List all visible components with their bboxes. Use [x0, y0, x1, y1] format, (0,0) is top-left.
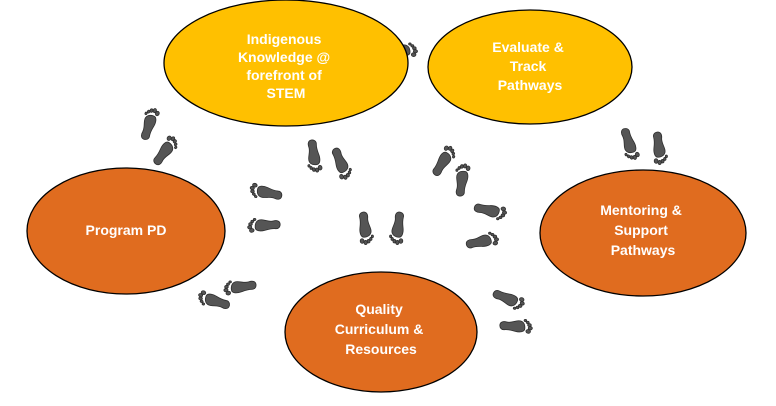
node-mentoring-line-2: Support [614, 222, 668, 238]
footprint-icon [616, 126, 641, 163]
node-quality-line-3: Resources [345, 341, 417, 357]
node-indigenous-line-3: forefront of [246, 67, 322, 83]
node-indigenous-line-2: Knowledge @ [238, 49, 330, 65]
footprint-icon [452, 162, 471, 197]
node-indigenous-line-4: STEM [267, 85, 306, 101]
footprint-icon [465, 231, 500, 250]
node-mentoring-support: Mentoring & Support Pathways [539, 169, 747, 297]
footprint-icon [246, 215, 282, 234]
node-mentoring-shape [539, 169, 747, 297]
node-indigenous-label: Indigenous Knowledge @ forefront of STEM [238, 31, 334, 101]
node-mentoring-label: Mentoring & Support Pathways [600, 202, 686, 258]
footprint-icon [248, 182, 283, 204]
node-evaluate-shape [427, 9, 633, 125]
node-quality-line-2: Curriculum & [335, 321, 424, 337]
node-mentoring-line-1: Mentoring & [600, 202, 682, 218]
footprint-icon [499, 317, 533, 333]
footprint-icon [472, 201, 508, 222]
node-evaluate-label: Evaluate & Track Pathways [492, 39, 567, 93]
node-indigenous-line-1: Indigenous [247, 31, 322, 47]
footprint-icon [222, 276, 258, 297]
node-quality-curriculum: Quality Curriculum & Resources [284, 271, 478, 393]
node-indigenous-knowledge: Indigenous Knowledge @ forefront of STEM [163, 0, 409, 127]
node-evaluate-line-3: Pathways [498, 77, 563, 93]
node-evaluate-track: Evaluate & Track Pathways [427, 9, 633, 125]
footprint-icon [150, 133, 182, 169]
node-program-label: Program PD [86, 222, 167, 238]
node-indigenous-shape [163, 0, 409, 127]
node-evaluate-line-1: Evaluate & [492, 39, 564, 55]
footprint-icon [429, 143, 459, 180]
node-quality-line-1: Quality [355, 301, 403, 317]
footprint-icon [303, 138, 324, 174]
node-mentoring-line-3: Pathways [611, 242, 676, 258]
footprint-icon [136, 106, 160, 141]
node-quality-shape [284, 271, 478, 393]
footprint-icon [652, 131, 668, 165]
footprint-icon [358, 211, 374, 245]
node-quality-label: Quality Curriculum & Resources [335, 301, 428, 357]
node-program-shape [26, 167, 226, 295]
node-program-line-1: Program PD [86, 222, 167, 238]
node-program-pd: Program PD [26, 167, 226, 295]
footprint-icon [490, 287, 527, 313]
footprint-icon [330, 146, 354, 181]
node-evaluate-line-2: Track [510, 58, 547, 74]
footprint-icon [388, 210, 406, 246]
